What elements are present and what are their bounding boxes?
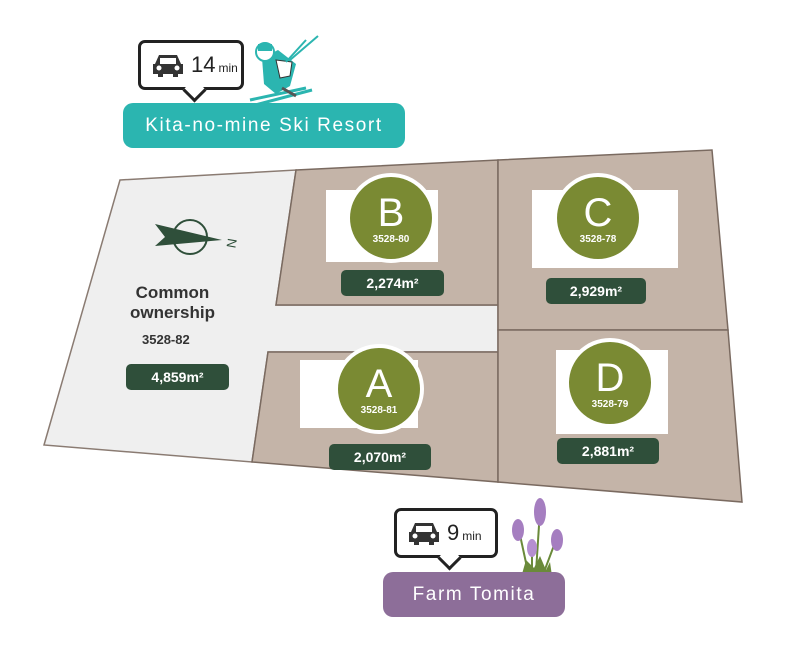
farm-travel-minutes: 9 xyxy=(447,520,460,545)
ski-travel-unit: min xyxy=(218,61,238,75)
skier-icon xyxy=(243,35,319,110)
common-ownership-title: Common ownership xyxy=(110,283,235,323)
car-icon xyxy=(409,523,439,545)
compass-icon: N xyxy=(155,219,240,255)
lot-d-number: 3528-79 xyxy=(591,399,629,410)
lot-d-marker[interactable]: D 3528-79 xyxy=(565,338,655,428)
farm-tomita-label[interactable]: Farm Tomita xyxy=(383,572,565,617)
lot-d-area-tag: 2,881m² xyxy=(557,438,659,464)
common-lot-number: 3528-82 xyxy=(142,332,190,347)
lot-a-area-tag: 2,070m² xyxy=(329,444,431,470)
farm-travel-unit: min xyxy=(462,529,482,543)
farm-tomita-name: Farm Tomita xyxy=(412,583,536,605)
lot-c-number: 3528-78 xyxy=(579,234,617,245)
lot-a-number: 3528-81 xyxy=(360,405,398,416)
lot-a-marker[interactable]: A 3528-81 xyxy=(334,344,424,434)
lot-c-letter: C xyxy=(583,191,613,235)
lot-b-number: 3528-80 xyxy=(372,234,410,245)
lavender-icon xyxy=(512,498,563,576)
lot-a-letter: A xyxy=(365,362,393,406)
lot-b-area-tag: 2,274m² xyxy=(341,270,444,296)
lot-b-marker[interactable]: B 3528-80 xyxy=(346,173,436,263)
car-icon xyxy=(153,55,183,77)
ski-resort-name: Kita-no-mine Ski Resort xyxy=(145,114,383,136)
ski-travel-minutes: 14 xyxy=(191,52,216,77)
lot-d-letter: D xyxy=(595,356,625,400)
common-title-line1: Common xyxy=(135,283,210,302)
ski-resort-label[interactable]: Kita-no-mine Ski Resort xyxy=(123,103,405,148)
common-title-line2: ownership xyxy=(129,303,215,322)
lot-b-letter: B xyxy=(377,191,405,235)
compass-north-label: N xyxy=(223,237,239,249)
common-area-tag: 4,859m² xyxy=(126,364,229,390)
lot-c-marker[interactable]: C 3528-78 xyxy=(553,173,643,263)
lot-c-area-tag: 2,929m² xyxy=(546,278,646,304)
